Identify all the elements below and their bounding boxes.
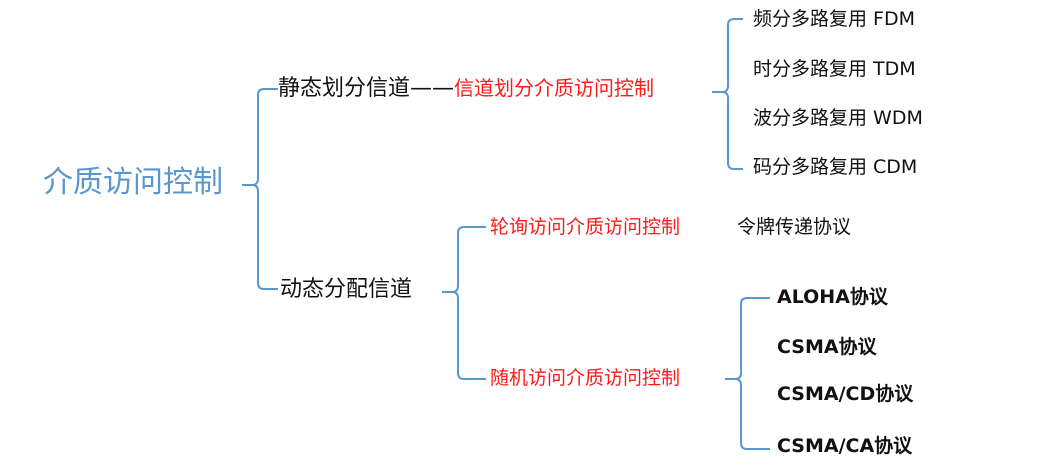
polling-mac-node: 轮询访问介质访问控制 xyxy=(490,216,681,238)
root-bracket xyxy=(242,88,278,290)
cdm-item: 码分多路复用 CDM xyxy=(753,156,918,178)
dynamic-channel-node: 动态分配信道 xyxy=(280,277,413,302)
channel-partition-mac-label: 信道划分介质访问控制 xyxy=(454,76,655,100)
random-bracket xyxy=(725,297,770,450)
static-channel-label: 静态划分信道 xyxy=(278,76,411,101)
dynamic-bracket xyxy=(442,226,486,380)
static-dash: —— xyxy=(410,76,455,101)
csma-cd-protocol-item: CSMA/CD协议 xyxy=(777,383,914,405)
static-channel-node: 静态划分信道——信道划分介质访问控制 xyxy=(278,78,654,100)
static-bracket xyxy=(712,18,743,170)
wdm-item: 波分多路复用 WDM xyxy=(753,107,923,129)
token-passing-protocol: 令牌传递协议 xyxy=(737,216,852,238)
fdm-item: 频分多路复用 FDM xyxy=(753,8,915,30)
tdm-item: 时分多路复用 TDM xyxy=(753,58,916,80)
random-access-mac-node: 随机访问介质访问控制 xyxy=(490,367,681,389)
csma-protocol-item: CSMA协议 xyxy=(777,336,877,358)
aloha-protocol-item: ALOHA协议 xyxy=(777,286,888,308)
csma-ca-protocol-item: CSMA/CA协议 xyxy=(777,435,913,457)
root-node-medium-access-control: 介质访问控制 xyxy=(43,165,223,200)
